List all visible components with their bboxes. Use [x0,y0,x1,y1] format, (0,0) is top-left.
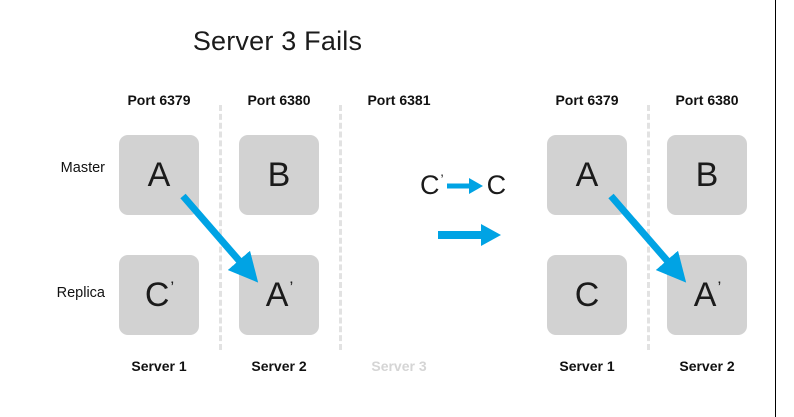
panel-edge-divider [775,0,776,417]
port-label-right-2: Port 6380 [675,92,739,108]
legend-arrow-icon [446,177,483,194]
page-title-text: Server 3 Fails [192,26,363,56]
node-label: A [147,156,171,194]
row-label-replica: Replica [56,285,105,301]
port-label-left-2: Port 6380 [247,92,311,108]
node-right-replica-2[interactable]: A’ [667,255,747,335]
node-label: A’ [693,276,722,314]
node-right-replica-1[interactable]: C [547,255,627,335]
node-left-master-1[interactable]: A [119,135,199,215]
node-label: C [574,276,600,314]
server-label-left-1: Server 1 [131,358,187,374]
node-left-replica-2[interactable]: A’ [239,255,319,335]
node-right-master-1[interactable]: A [547,135,627,215]
node-label: B [267,156,291,194]
column-divider-right-1 [647,105,650,350]
node-label: A’ [265,276,294,314]
node-label: C’ [144,276,175,314]
page-title: Server 3 Fails [0,26,775,57]
column-divider-left-2 [339,105,342,350]
node-left-master-2[interactable]: B [239,135,319,215]
node-left-replica-1[interactable]: C’ [119,255,199,335]
server-label-right-2: Server 2 [679,358,735,374]
port-label-left-1: Port 6379 [127,92,191,108]
legend-replication-arrow [437,222,503,253]
arrow-right-icon [438,224,501,246]
node-right-master-2[interactable]: B [667,135,747,215]
node-label: B [695,156,719,194]
legend-to-label: C [486,170,507,200]
legend-from-label: C’ [420,170,444,200]
row-label-master: Master [60,160,105,176]
legend-promotion: C’ C [420,172,506,199]
port-label-left-3: Port 6381 [367,92,431,108]
server-label-right-1: Server 1 [559,358,615,374]
server-label-left-3: Server 3 [371,358,427,374]
column-divider-left-1 [219,105,222,350]
server-label-left-2: Server 2 [251,358,307,374]
port-label-right-1: Port 6379 [555,92,619,108]
node-label: A [575,156,599,194]
